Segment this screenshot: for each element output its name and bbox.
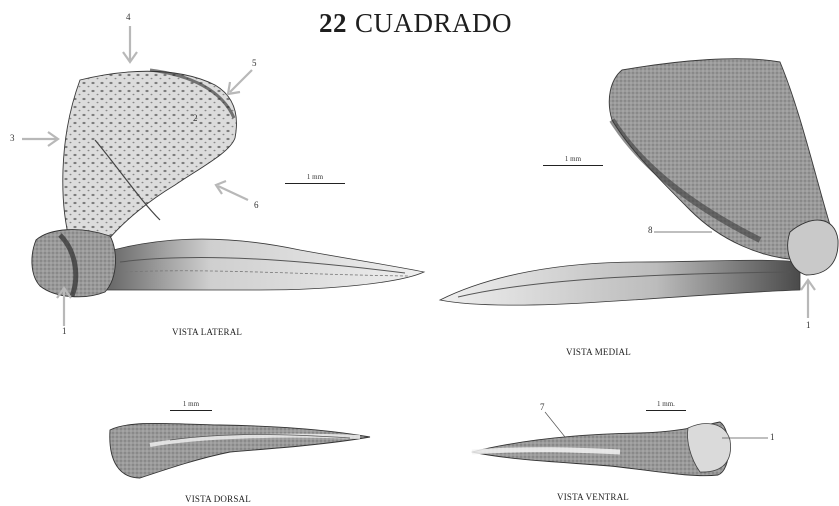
scale-bar-ventral-line xyxy=(646,410,686,411)
scale-bar-medial-label: 1 mm xyxy=(543,155,603,163)
scale-bar-ventral: 1 mm. xyxy=(646,400,686,411)
label-vista-dorsal: VISTA DORSAL xyxy=(185,494,251,504)
marker-1-ventral: 1 xyxy=(770,432,775,442)
scale-bar-ventral-label: 1 mm. xyxy=(646,400,686,408)
marker-4: 4 xyxy=(126,12,131,22)
label-vista-ventral: VISTA VENTRAL xyxy=(557,492,629,502)
arrow-1-lateral xyxy=(57,288,71,326)
scale-bar-medial: 1 mm xyxy=(543,155,603,166)
marker-7: 7 xyxy=(540,402,545,412)
scale-bar-lateral: 1 mm xyxy=(285,173,345,184)
lateral-shaft xyxy=(95,239,424,290)
scale-bar-dorsal: 1 mm xyxy=(170,400,212,411)
scale-bar-dorsal-label: 1 mm xyxy=(170,400,212,408)
ventral-view-bone xyxy=(472,422,731,476)
marker-2: 2 xyxy=(193,113,198,123)
marker-8: 8 xyxy=(648,225,653,235)
arrow-3 xyxy=(22,132,58,146)
leader-line-7 xyxy=(545,412,565,437)
scale-bar-lateral-label: 1 mm xyxy=(285,173,345,181)
dorsal-body xyxy=(110,423,370,478)
label-vista-lateral: VISTA LATERAL xyxy=(172,327,242,337)
arrow-5 xyxy=(228,70,252,94)
marker-5: 5 xyxy=(252,58,257,68)
scale-bar-lateral-line xyxy=(285,183,345,184)
arrow-6 xyxy=(216,181,248,200)
marker-1-medial: 1 xyxy=(806,320,811,330)
scale-bar-dorsal-line xyxy=(170,410,212,411)
marker-3: 3 xyxy=(10,133,15,143)
dorsal-view-bone xyxy=(110,423,370,478)
arrow-4 xyxy=(123,26,137,62)
lateral-view-bone xyxy=(32,70,424,297)
marker-6: 6 xyxy=(254,200,259,210)
scale-bar-medial-line xyxy=(543,165,603,166)
marker-1-lateral: 1 xyxy=(62,326,67,336)
medial-view-bone xyxy=(440,59,838,305)
arrow-1-medial xyxy=(801,280,815,318)
medial-condyle xyxy=(788,220,838,275)
medial-shaft xyxy=(440,260,800,305)
label-vista-medial: VISTA MEDIAL xyxy=(566,347,631,357)
